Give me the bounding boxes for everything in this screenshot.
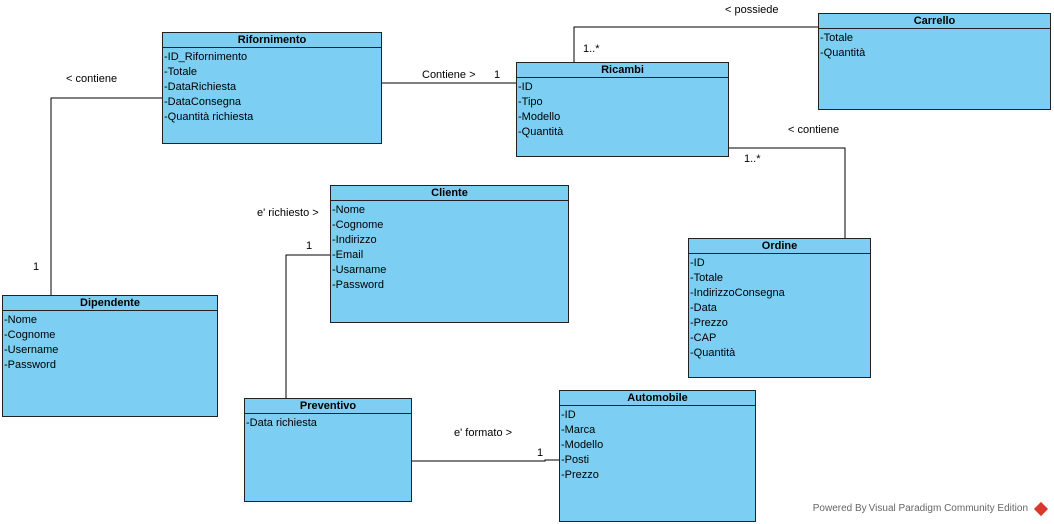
attribute-list: -ID -Marca -Modello -Posti -Prezzo xyxy=(560,406,755,483)
attribute: -ID_Rifornimento xyxy=(164,51,248,63)
multiplicity-formato: 1 xyxy=(537,447,544,459)
edge-ricambi-ordine xyxy=(729,147,846,238)
attribute: -DataRichiesta xyxy=(164,81,237,93)
attribute: -Nome xyxy=(332,204,366,216)
attribute-list: -Nome -Cognome -Indirizzo -Email -Usarna… xyxy=(331,201,568,293)
attribute: -Cognome xyxy=(4,329,56,341)
attribute: -Username xyxy=(4,344,59,356)
attribute: -Tipo xyxy=(518,96,543,108)
attribute: -Totale xyxy=(820,32,854,44)
class-name: Ricambi xyxy=(517,63,728,78)
edge-rifornimento-dipendente xyxy=(50,97,162,295)
attribute: -Password xyxy=(4,359,56,371)
multiplicity-possiede: 1..* xyxy=(583,43,600,55)
attribute: -Totale xyxy=(164,66,198,78)
class-ricambi[interactable]: Ricambi -ID -Tipo -Modello -Quantità xyxy=(516,62,729,157)
attribute-list: -ID -Totale -IndirizzoConsegna -Data -Pr… xyxy=(689,254,870,361)
attribute: -ID xyxy=(518,81,533,93)
attribute-list: -ID -Tipo -Modello -Quantità xyxy=(517,78,728,140)
class-name: Carrello xyxy=(819,14,1050,29)
class-carrello[interactable]: Carrello -Totale -Quantità xyxy=(818,13,1051,110)
multiplicity-contiene-dipendente: 1 xyxy=(33,261,40,273)
attribute-list: -Nome -Cognome -Username -Password xyxy=(3,311,217,373)
watermark-text: Powered By Visual Paradigm Community Edi… xyxy=(812,503,1028,514)
multiplicity-contiene-ordine: 1..* xyxy=(744,153,761,165)
attribute: -Password xyxy=(332,279,384,291)
attribute-list: -ID_Rifornimento -Totale -DataRichiesta … xyxy=(163,48,381,125)
attribute: -ID xyxy=(561,409,576,421)
edge-preventivo-automobile xyxy=(412,459,560,462)
class-name: Dipendente xyxy=(3,296,217,311)
attribute: -Quantità xyxy=(518,126,564,138)
attribute: -Quantità xyxy=(820,47,866,59)
attribute: -Modello xyxy=(561,439,604,451)
edge-preventivo-cliente xyxy=(285,254,330,398)
attribute: -Quantità richiesta xyxy=(164,111,254,123)
attribute: -Posti xyxy=(561,454,590,466)
attribute: -Marca xyxy=(561,424,596,436)
label-contiene-ordine: < contiene xyxy=(788,124,840,136)
edge-ricambi-carrello xyxy=(573,26,818,62)
class-cliente[interactable]: Cliente -Nome -Cognome -Indirizzo -Email… xyxy=(330,185,569,323)
attribute: -Prezzo xyxy=(690,317,728,329)
class-name: Ordine xyxy=(689,239,870,254)
attribute: -ID xyxy=(690,257,705,269)
attribute: -Quantità xyxy=(690,347,736,359)
multiplicity-contiene-ricambi: 1 xyxy=(494,69,501,81)
multiplicity-richiesto: 1 xyxy=(306,240,313,252)
label-formato: e' formato > xyxy=(454,427,513,439)
label-contiene-ricambi: Contiene > xyxy=(422,69,476,81)
attribute: -DataConsegna xyxy=(164,96,242,108)
attribute: -Usarname xyxy=(332,264,387,276)
attribute-list: -Totale -Quantità xyxy=(819,29,1050,61)
attribute: -CAP xyxy=(690,332,717,344)
visual-paradigm-logo-icon xyxy=(1033,501,1049,516)
attribute: -Indirizzo xyxy=(332,234,377,246)
attribute: -Modello xyxy=(518,111,561,123)
attribute: -Nome xyxy=(4,314,38,326)
attribute: -Data richiesta xyxy=(246,417,317,429)
attribute: -Prezzo xyxy=(561,469,599,481)
class-name: Cliente xyxy=(331,186,568,201)
class-ordine[interactable]: Ordine -ID -Totale -IndirizzoConsegna -D… xyxy=(688,238,871,378)
class-preventivo[interactable]: Preventivo -Data richiesta xyxy=(244,398,412,502)
watermark: Powered By Visual Paradigm Community Edi… xyxy=(812,501,1049,516)
attribute: -Totale xyxy=(690,272,724,284)
attribute-list: -Data richiesta xyxy=(245,414,411,431)
attribute: -Email xyxy=(332,249,364,261)
class-dipendente[interactable]: Dipendente -Nome -Cognome -Username -Pas… xyxy=(2,295,218,417)
attribute: -Data xyxy=(690,302,717,314)
class-automobile[interactable]: Automobile -ID -Marca -Modello -Posti -P… xyxy=(559,390,756,522)
class-name: Automobile xyxy=(560,391,755,406)
class-name: Rifornimento xyxy=(163,33,381,48)
class-rifornimento[interactable]: Rifornimento -ID_Rifornimento -Totale -D… xyxy=(162,32,382,144)
class-name: Preventivo xyxy=(245,399,411,414)
label-contiene-dipendente: < contiene xyxy=(66,73,118,85)
attribute: -Cognome xyxy=(332,219,384,231)
attribute: -IndirizzoConsegna xyxy=(690,287,785,299)
label-possiede: < possiede xyxy=(725,4,779,16)
label-richiesto: e' richiesto > xyxy=(257,207,319,219)
